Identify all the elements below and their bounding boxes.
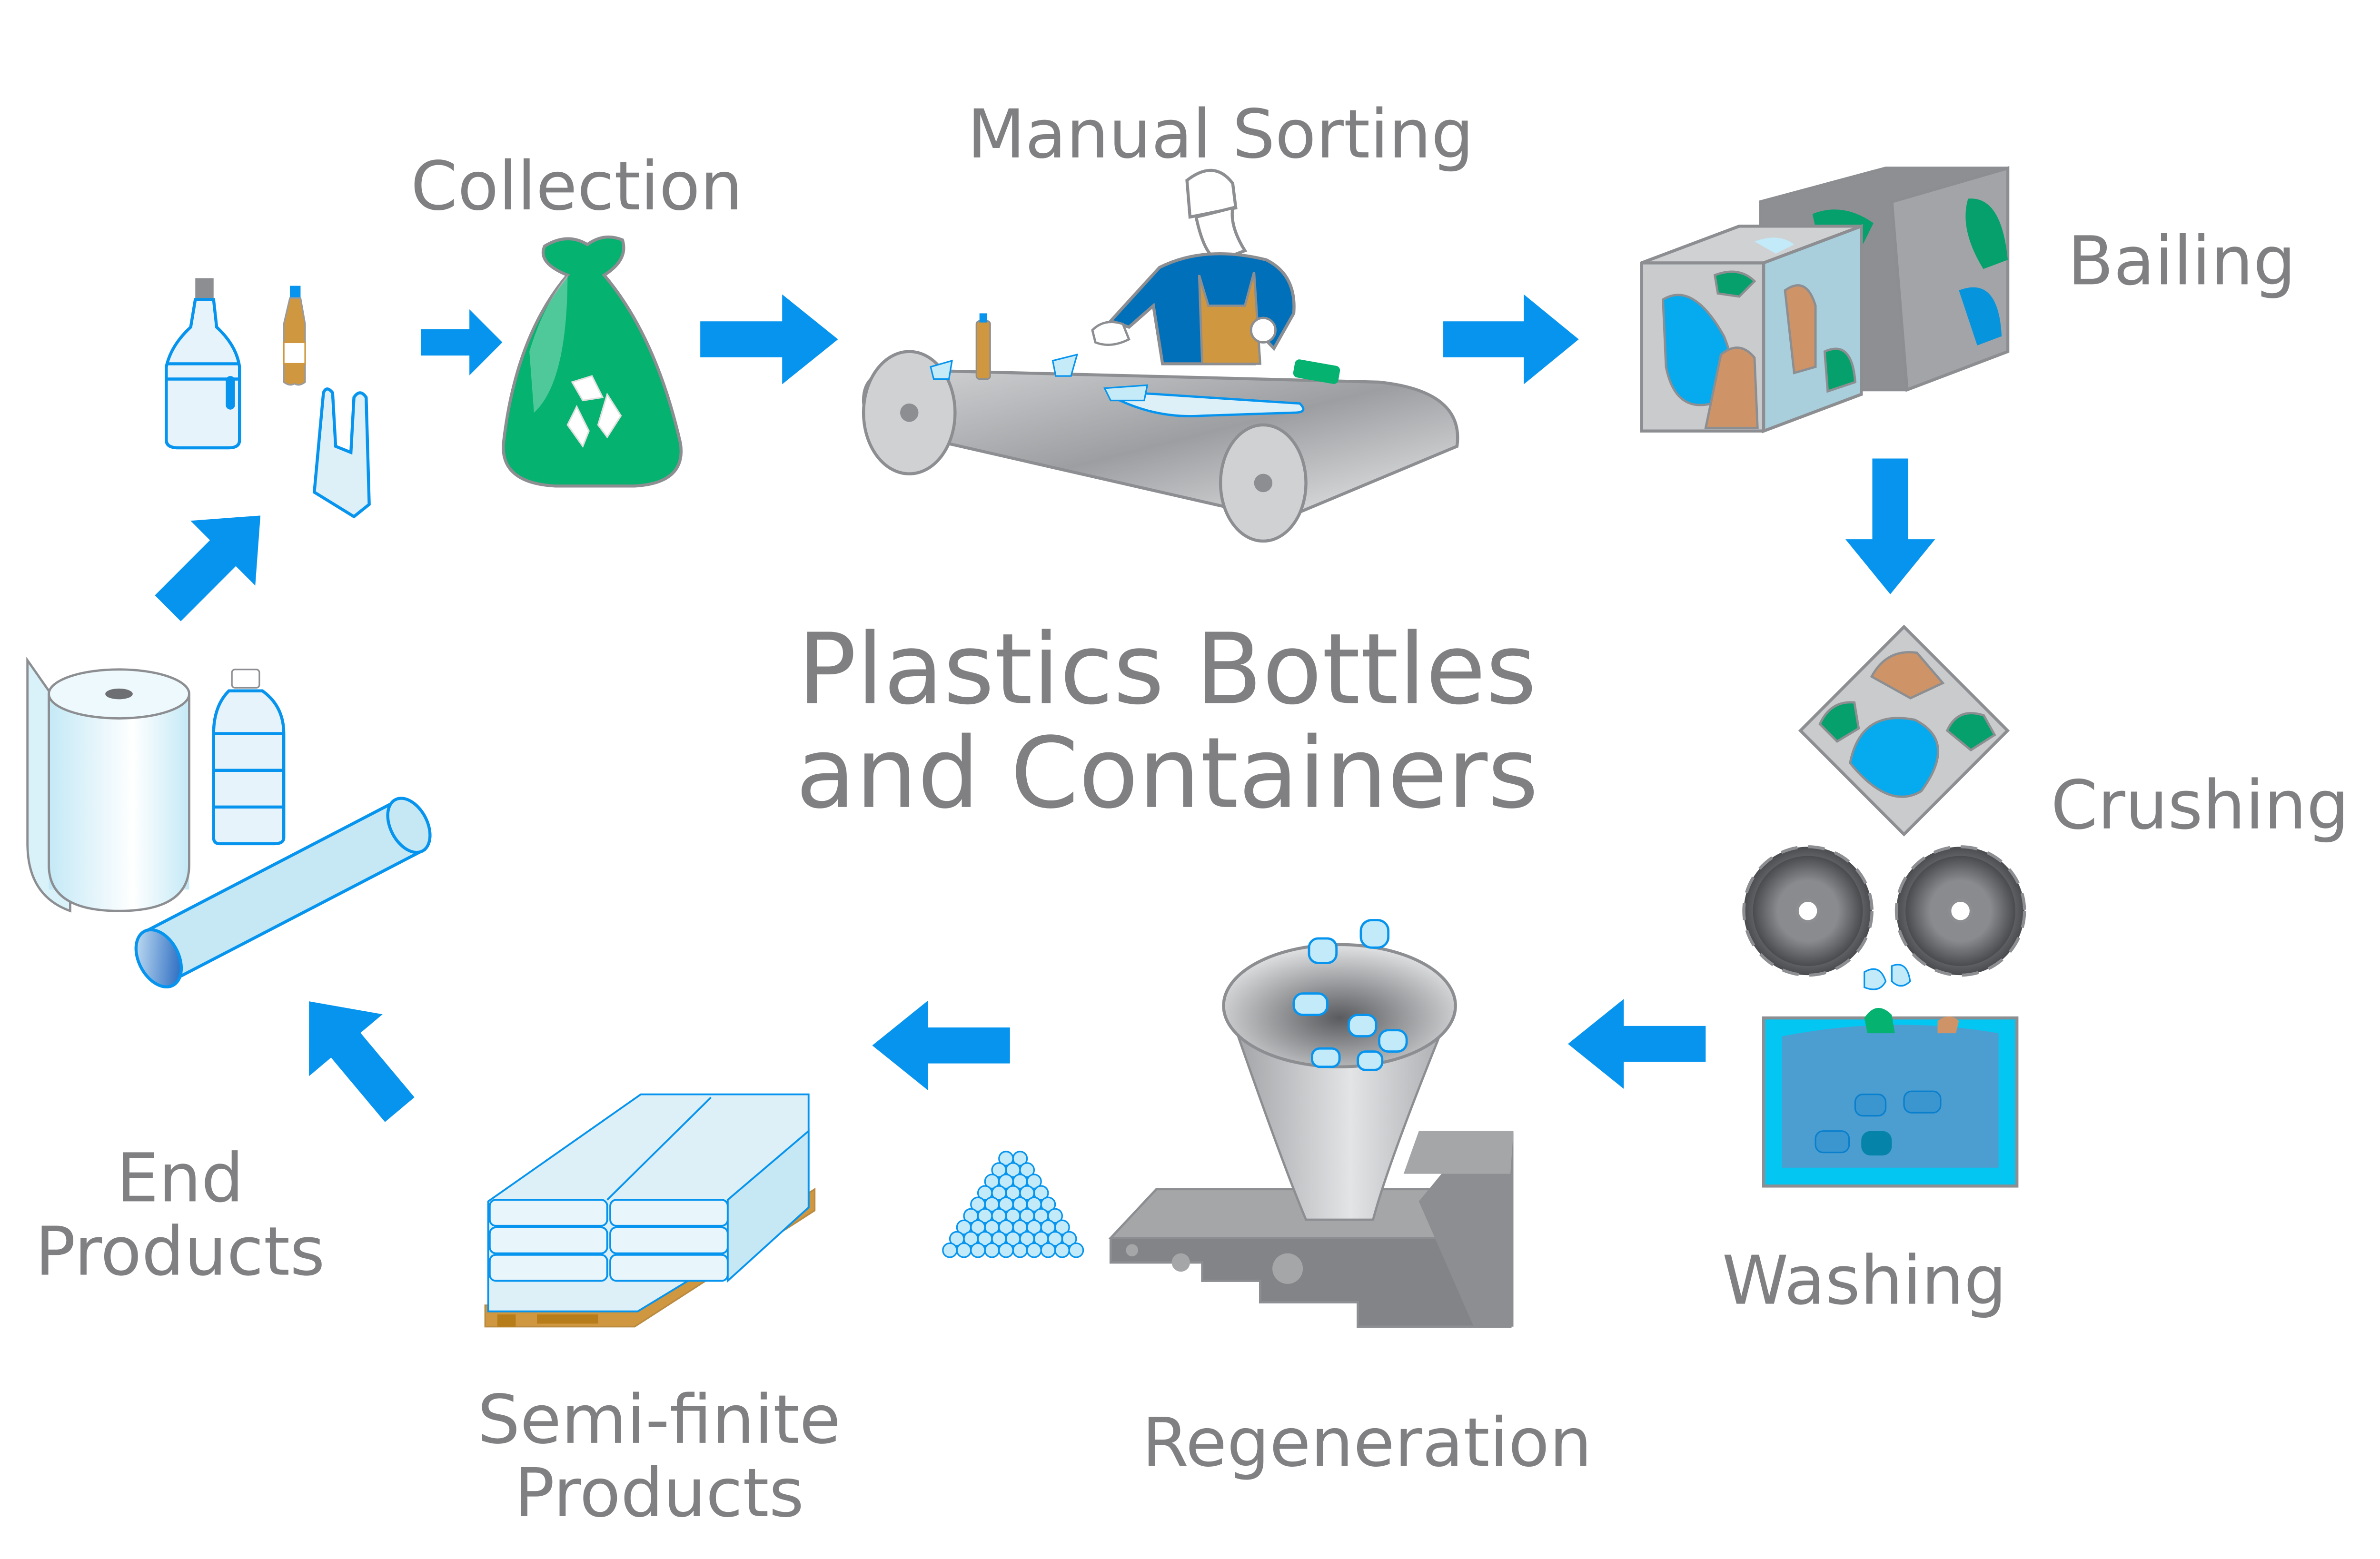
pellet — [1019, 1162, 1035, 1178]
stage-label-manual-sorting: Manual Sorting — [967, 96, 1474, 174]
stage-label-crushing: Crushing — [2051, 767, 2349, 845]
diagram-title: Plastics Bottles and Containers — [796, 612, 1538, 830]
pellet — [1026, 1174, 1042, 1190]
title-line-1: Plastics Bottles — [798, 612, 1537, 726]
crusher-gear-icon — [1742, 845, 1874, 977]
washing-tank-icon — [1762, 964, 2019, 1188]
flow-arrow-icon — [135, 483, 293, 641]
pellet — [942, 1242, 958, 1258]
water-bottle-icon — [212, 669, 286, 846]
soda-bottle-icon — [283, 286, 306, 386]
stage-label-end-line-1: End — [116, 1139, 244, 1217]
flow-arrow-icon — [1845, 458, 1935, 594]
crusher-gear-icon — [1894, 845, 2026, 977]
flow-arrow-icon — [1443, 294, 1579, 385]
flow-arrow-icon — [421, 309, 503, 375]
pellet — [1061, 1231, 1077, 1247]
flow-arrow-icon — [272, 970, 437, 1141]
pellet — [984, 1242, 1000, 1258]
title-line-2: and Containers — [796, 717, 1538, 830]
extruder-machine-icon — [1108, 1131, 1514, 1328]
pellet — [1012, 1151, 1028, 1166]
pellet — [956, 1242, 972, 1258]
stage-label-washing: Washing — [1722, 1242, 2007, 1320]
stage-label-semi-finite-line-2: Products — [514, 1454, 804, 1532]
pellet — [1033, 1185, 1049, 1201]
bale-cube-icon — [1640, 166, 2010, 434]
bale-cube-icon — [1798, 624, 2010, 837]
pallet-stack-icon — [484, 1093, 816, 1328]
stage-label-end-line-2: Products — [35, 1213, 325, 1291]
recycling-bag-icon — [502, 235, 683, 488]
pellet — [1026, 1242, 1042, 1258]
stage-label-semi-finite-line-1: Semi-finite — [477, 1381, 841, 1459]
pellet — [1054, 1219, 1070, 1235]
pellet — [1040, 1242, 1056, 1258]
pellet — [970, 1242, 986, 1258]
pellet-pile-icon — [942, 1151, 1084, 1258]
pellet — [1040, 1196, 1056, 1213]
pellet — [1012, 1242, 1028, 1258]
plastic-bag-icon — [312, 387, 371, 519]
flow-arrow-icon — [700, 294, 838, 385]
flow-arrow-icon — [1567, 999, 1706, 1089]
conveyor-belt-icon — [862, 313, 1459, 543]
worker-icon — [1091, 168, 1296, 365]
pellet — [1054, 1242, 1070, 1258]
pipe-icon — [134, 797, 432, 988]
pellet — [1047, 1208, 1063, 1224]
stage-label-bailing: Bailing — [2068, 222, 2296, 300]
water-bottle-icon — [165, 278, 241, 450]
flow-arrow-icon — [872, 1000, 1010, 1091]
pellet — [998, 1242, 1014, 1258]
pellet — [1068, 1242, 1084, 1258]
stage-label-collection: Collection — [411, 148, 743, 226]
funnel-icon — [1222, 919, 1457, 1221]
stage-label-regeneration: Regeneration — [1142, 1404, 1592, 1482]
film-roll-icon — [26, 656, 190, 913]
